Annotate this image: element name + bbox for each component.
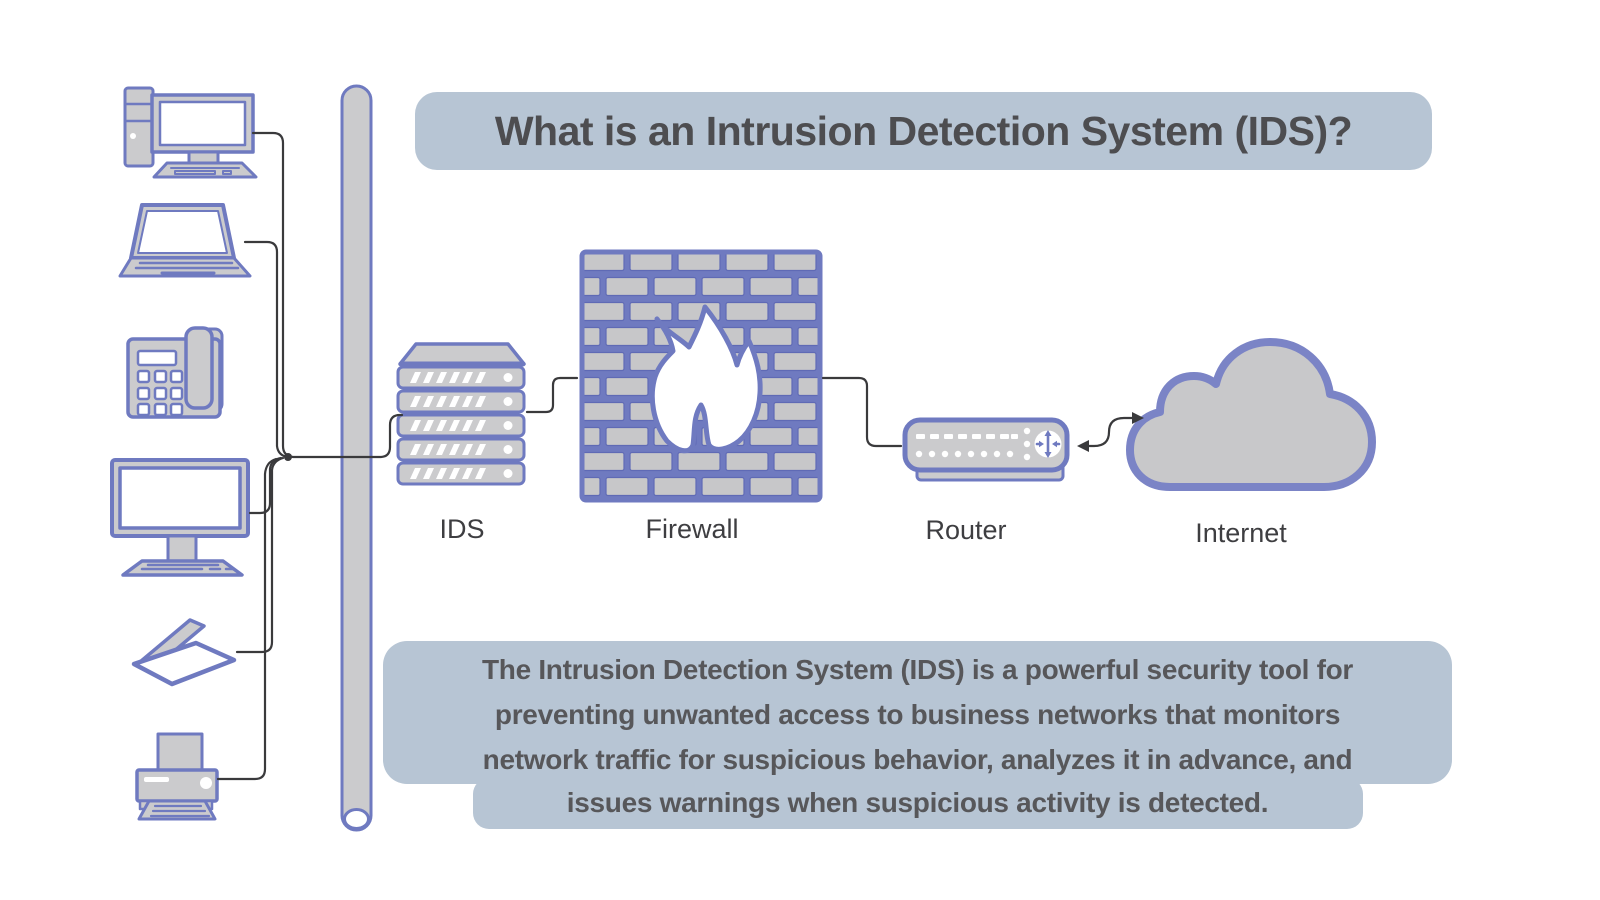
description-line-2: preventing unwanted access to business n… xyxy=(494,699,1341,730)
description-panel: The Intrusion Detection System (IDS) is … xyxy=(383,641,1452,829)
router-icon xyxy=(902,417,1070,482)
arrowhead-left xyxy=(1077,440,1089,452)
monitor-icon xyxy=(110,458,250,577)
link-scanner-to-bus xyxy=(235,456,285,654)
junction-dot xyxy=(284,453,292,461)
ids-label: IDS xyxy=(439,514,485,544)
arrowhead-right xyxy=(1132,412,1144,424)
link-firewall-to-router xyxy=(821,376,903,448)
title-banner: What is an Intrusion Detection System (I… xyxy=(415,92,1432,170)
server-units xyxy=(396,365,526,486)
description-main-block: The Intrusion Detection System (IDS) is … xyxy=(383,641,1452,784)
brick-wall-flame-icon xyxy=(579,249,823,503)
link-ids-to-firewall xyxy=(525,376,579,414)
flame-icon xyxy=(649,304,763,454)
router-ports xyxy=(915,427,1031,461)
desktop-computer-icon xyxy=(123,86,258,179)
scanner-icon xyxy=(131,618,237,687)
firewall-label: Firewall xyxy=(645,514,739,544)
cloud-icon xyxy=(1126,338,1376,491)
printer-icon xyxy=(135,732,219,821)
page-title: What is an Intrusion Detection System (I… xyxy=(494,107,1353,154)
link-desktop-to-bus xyxy=(251,131,404,459)
bus-bar-end-cap xyxy=(343,808,370,830)
link-laptop-to-bus xyxy=(243,240,289,459)
description-tail-block: issues warnings when suspicious activity… xyxy=(472,778,1363,829)
phone-keypad xyxy=(136,369,184,417)
router-arrows-icon xyxy=(1034,430,1062,458)
description-line-4: issues warnings when suspicious activity… xyxy=(566,787,1269,818)
laptop-icon xyxy=(118,203,252,278)
link-printer-to-bus xyxy=(216,457,278,781)
internet-label: Internet xyxy=(1195,518,1287,548)
link-router-internet-arrows xyxy=(1077,412,1144,452)
description-line-1: The Intrusion Detection System (IDS) is … xyxy=(481,654,1354,685)
description-line-3: network traffic for suspicious behavior,… xyxy=(482,744,1353,775)
server-stack-icon xyxy=(396,342,526,486)
phone-handset xyxy=(184,326,214,410)
router-label: Router xyxy=(925,515,1007,545)
desk-phone-icon xyxy=(126,326,224,419)
